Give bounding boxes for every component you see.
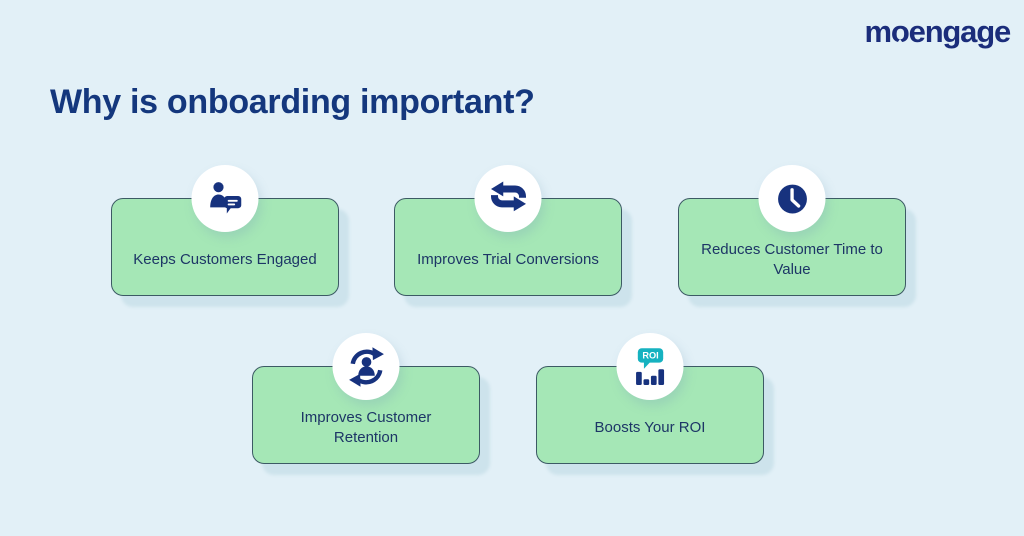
card-improves-trial-conversions: Improves Trial Conversions xyxy=(394,165,622,296)
card-improves-customer-retention: Improves Customer Retention xyxy=(252,333,480,464)
roi-chart-icon: ROI xyxy=(616,333,684,400)
page-title: Why is onboarding important? xyxy=(50,82,535,121)
card-label: Keeps Customers Engaged xyxy=(133,250,317,268)
customer-retention-icon xyxy=(332,333,400,400)
card-label: Reduces Customer Time to Value xyxy=(701,240,883,278)
moengage-logo: moengage xyxy=(864,14,1012,49)
card-label: Improves Trial Conversions xyxy=(417,250,599,268)
logo-notched-o: o xyxy=(890,14,910,49)
card-label: Boosts Your ROI xyxy=(594,418,706,436)
card-keeps-customers-engaged: Keeps Customers Engaged xyxy=(111,165,339,296)
card-boosts-your-roi: ROI Boosts Your ROI xyxy=(536,333,764,464)
logo-text-part1: m xyxy=(864,14,893,49)
clock-icon xyxy=(758,165,826,232)
person-chat-icon xyxy=(191,165,259,232)
card-reduces-time-to-value: Reduces Customer Time to Value xyxy=(678,165,906,296)
card-label: Improves Customer Retention xyxy=(300,408,432,446)
swap-arrows-icon xyxy=(474,165,542,232)
logo-text-part2: engage xyxy=(908,14,1012,49)
roi-badge-text: ROI xyxy=(642,350,658,360)
